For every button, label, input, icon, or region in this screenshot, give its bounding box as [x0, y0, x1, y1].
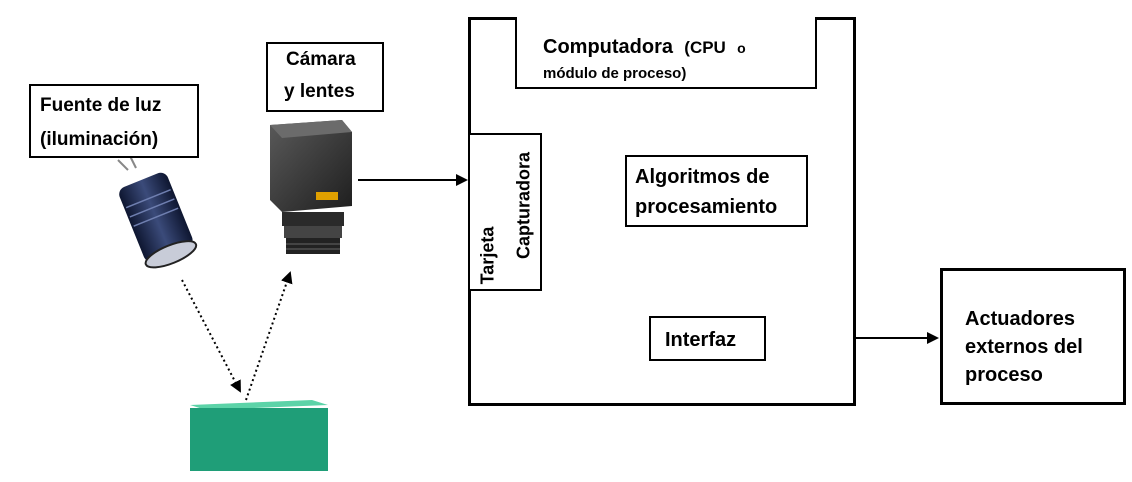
computer-subtitle: módulo de proceso)	[543, 65, 687, 82]
object-box-icon	[190, 400, 328, 471]
camera-icon	[270, 120, 352, 254]
computer-title: Computadora (CPU o	[543, 35, 746, 60]
actuators-line2: externos del	[965, 336, 1083, 358]
light-source-label-box: Fuente de luz (iluminación)	[29, 84, 199, 158]
actuators-line3: proceso	[965, 364, 1043, 386]
algorithms-box: Algoritmos de procesamiento	[625, 155, 808, 227]
lamp-icon	[117, 155, 198, 269]
light-ray-arrow	[181, 279, 241, 393]
algorithms-line1: Algoritmos de	[635, 166, 770, 188]
interface-label: Interfaz	[665, 329, 737, 351]
camera-line1: Cámara	[286, 49, 356, 70]
actuators-box: Actuadores externos del proceso	[940, 268, 1126, 405]
light-source-line2: (iluminación)	[40, 129, 159, 150]
interface-box: Interfaz	[649, 316, 766, 361]
capture-card-line1: Tarjeta	[477, 226, 498, 285]
capture-card-box: Tarjeta Capturadora	[468, 133, 542, 291]
camera-label-box: Cámara y lentes	[266, 42, 384, 112]
computer-title-text: Computadora	[543, 36, 673, 58]
actuators-line1: Actuadores	[965, 308, 1076, 330]
reflection-ray-arrow	[245, 271, 293, 401]
computer-title-box: Computadora (CPU o módulo de proceso)	[515, 17, 817, 89]
algorithms-line2: procesamiento	[635, 196, 778, 218]
camera-line2: y lentes	[284, 81, 355, 102]
light-source-line1: Fuente de luz	[40, 95, 162, 116]
computer-title-o: o	[737, 40, 746, 56]
computer-title-suffix: (CPU	[684, 38, 726, 57]
capture-card-line2: Capturadora	[513, 152, 534, 260]
